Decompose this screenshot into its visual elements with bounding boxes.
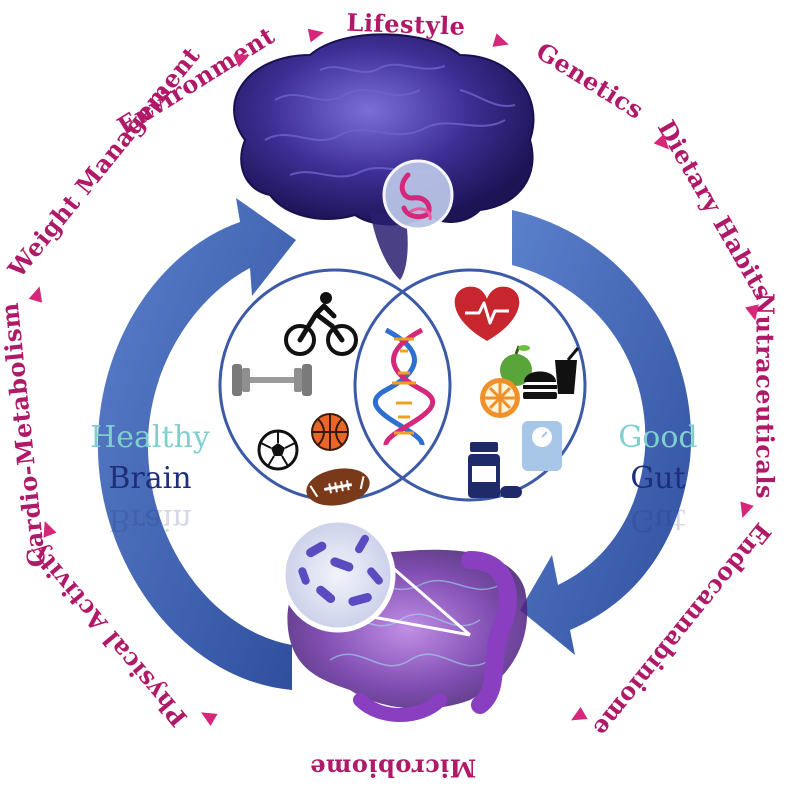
ring-term-microbiome: Microbiome [310, 754, 477, 783]
pill-bottle-icon [468, 442, 522, 498]
ring-term-nutraceuticals: Nutraceuticals [751, 293, 780, 499]
ring-arrowhead-icon [653, 133, 670, 150]
ring-arrowhead-icon [571, 706, 588, 721]
basketball-icon [311, 413, 349, 451]
right-venn-circle [353, 268, 587, 502]
ring-arrowhead-icon [43, 521, 57, 538]
ring-arrowhead-icon [233, 54, 250, 68]
healthy-brain-label: Healthy Brain Brain [90, 420, 210, 537]
soda-icon [555, 347, 580, 394]
dumbbell-icon [232, 364, 312, 396]
ring-arrowhead-icon [492, 33, 509, 47]
good-gut-line1: Good [618, 420, 697, 455]
burger-icon [523, 371, 557, 399]
scale-icon [522, 421, 562, 471]
gut-illustration [280, 517, 528, 722]
ring-term-genetics: Genetics [531, 36, 649, 125]
left-flow-arrow [97, 198, 296, 690]
apple-icon [500, 345, 532, 386]
ring-arrowhead-icon [745, 304, 759, 321]
orange-slice-icon [480, 378, 520, 418]
right-flow-arrow [512, 210, 692, 655]
healthy-brain-line1: Healthy [90, 420, 210, 455]
ring-arrowhead-icon [307, 28, 324, 43]
good-gut-label: Good Gut Gut [618, 420, 697, 537]
ring-term-weight-management: Weight Management [1, 41, 205, 284]
dna-helix-icon [373, 327, 435, 446]
ring-term-dietary-habits: Dietary Habits [652, 115, 778, 305]
flow-arrows [97, 198, 692, 690]
ring-term-cardio-metabolism: Cardio-Metabolism [0, 301, 51, 569]
ring-arrowhead-icon [201, 712, 218, 726]
good-gut-reflection: Gut [630, 502, 685, 537]
brain-illustration [233, 33, 535, 280]
soccer-ball-icon [257, 429, 299, 471]
ring-arrowhead-icon [28, 286, 43, 303]
healthy-brain-line2: Brain [108, 461, 191, 496]
ring-arrowhead-icon [740, 501, 754, 518]
heart-pulse-icon [454, 286, 520, 341]
healthy-brain-reflection: Brain [108, 502, 191, 537]
cyclist-icon [284, 292, 358, 356]
football-icon [306, 468, 370, 506]
good-gut-line2: Gut [630, 461, 685, 496]
